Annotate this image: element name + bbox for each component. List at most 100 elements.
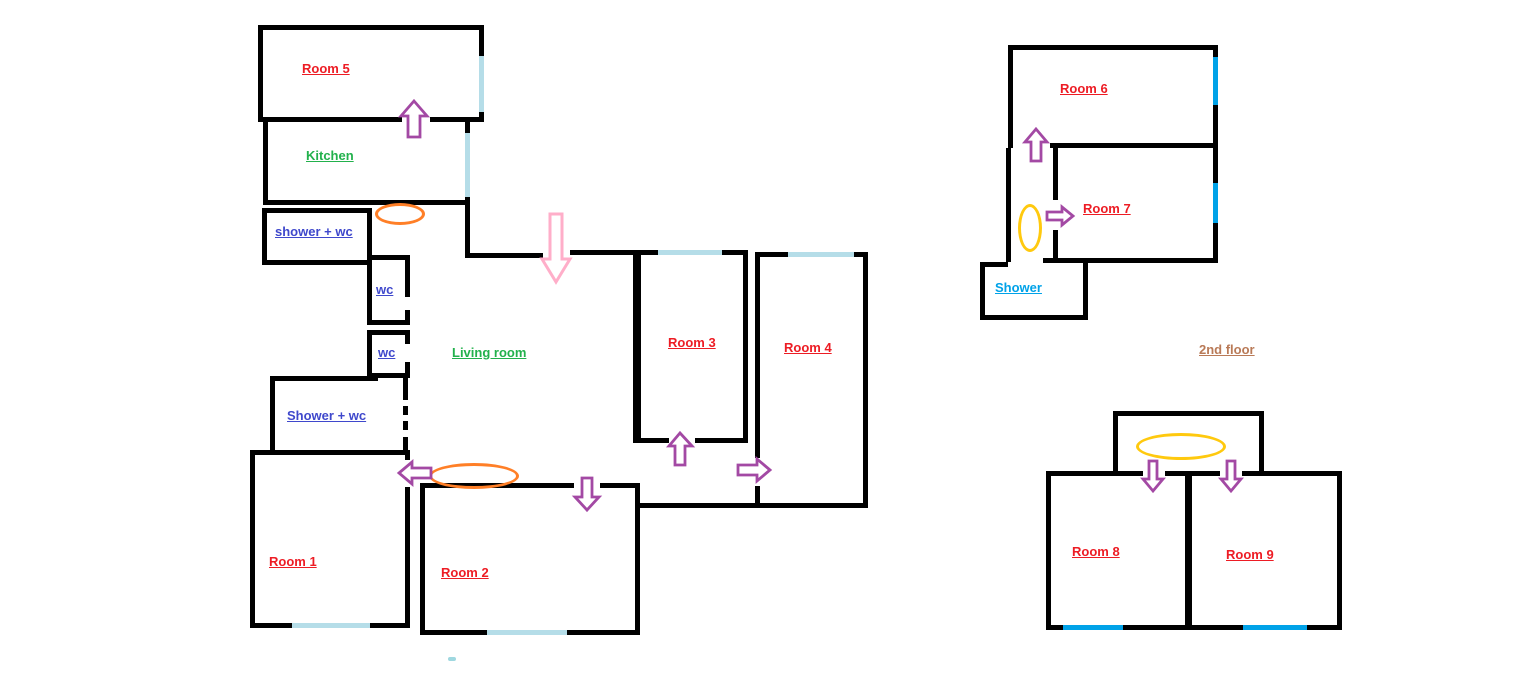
- wall: [980, 262, 985, 320]
- wall: [430, 117, 484, 122]
- wall: [403, 437, 408, 453]
- wall: [1213, 45, 1218, 263]
- wall: [258, 25, 263, 122]
- wall: [635, 483, 640, 635]
- wall: [640, 503, 868, 508]
- wall: [367, 255, 372, 325]
- oval-living: [429, 463, 519, 489]
- wall: [1050, 143, 1218, 148]
- wall: [1259, 411, 1264, 475]
- wall: [258, 117, 402, 122]
- wall: [1046, 471, 1051, 630]
- wall: [405, 255, 410, 297]
- wall: [367, 320, 410, 325]
- room3-label: Room 3: [668, 335, 716, 350]
- wall: [600, 483, 640, 488]
- wall: [262, 208, 267, 265]
- room7-label: Room 7: [1083, 201, 1131, 216]
- wall: [270, 376, 378, 381]
- room1-door-arrow-left-icon: [396, 458, 433, 488]
- wall: [755, 252, 760, 458]
- wall: [570, 250, 638, 255]
- shower-wc-small-label: shower + wc: [275, 224, 353, 239]
- floor2-label: 2nd floor: [1199, 342, 1255, 357]
- wall: [633, 250, 641, 443]
- wall: [405, 362, 410, 378]
- wall: [250, 450, 410, 455]
- wall: [367, 330, 410, 335]
- room1-label: Room 1: [269, 554, 317, 569]
- window: [479, 56, 484, 112]
- wall: [367, 208, 372, 265]
- room6-label: Room 6: [1060, 81, 1108, 96]
- room4-label: Room 4: [784, 340, 832, 355]
- wall: [755, 486, 760, 508]
- wall: [743, 250, 748, 443]
- wall: [263, 122, 268, 205]
- room8-door-arrow-down-icon: [1140, 459, 1166, 494]
- room9-label: Room 9: [1226, 547, 1274, 562]
- wall: [405, 310, 410, 325]
- wall: [258, 25, 484, 30]
- room5-door-arrow-up-icon: [397, 98, 431, 139]
- wall: [863, 252, 868, 508]
- wall: [1242, 471, 1342, 476]
- wall: [1113, 411, 1118, 475]
- wall: [1192, 471, 1220, 476]
- oval-stairs-2f: [1018, 204, 1042, 252]
- room6-stairs-arrow-up-icon: [1021, 126, 1051, 163]
- room7-door-arrow-right-icon: [1045, 204, 1076, 228]
- window: [1063, 625, 1123, 630]
- wall: [1185, 471, 1192, 630]
- wc-bottom-label: wc: [378, 345, 396, 360]
- room2-door-arrow-down-icon: [571, 476, 603, 513]
- wall: [270, 376, 275, 455]
- room4-door-arrow-right-icon: [736, 455, 773, 485]
- wall: [1165, 471, 1190, 476]
- wall: [1337, 471, 1342, 630]
- living-room-label: Living room: [452, 345, 527, 360]
- shower-2f-label: Shower: [995, 280, 1042, 295]
- wall: [980, 315, 1088, 320]
- window: [465, 133, 470, 197]
- wall: [367, 255, 410, 260]
- wall: [403, 376, 408, 400]
- window: [1213, 57, 1218, 105]
- wall: [367, 330, 372, 378]
- wall: [367, 373, 410, 378]
- wall: [1043, 258, 1218, 263]
- window: [292, 623, 370, 628]
- wall: [695, 438, 748, 443]
- kitchen-label: Kitchen: [306, 148, 354, 163]
- wall: [262, 260, 372, 265]
- room2-label: Room 2: [441, 565, 489, 580]
- door-dash: [403, 406, 408, 415]
- room9-door-arrow-down-icon: [1218, 459, 1244, 494]
- wall: [980, 262, 1008, 267]
- wall: [1053, 148, 1058, 200]
- stray-mark: [448, 657, 456, 661]
- wall: [1053, 230, 1058, 263]
- oval-kitchen: [375, 203, 425, 225]
- window: [788, 252, 854, 257]
- wall: [1113, 411, 1264, 416]
- main-entrance-arrow-down-icon: [539, 212, 573, 285]
- wall: [262, 208, 372, 213]
- wall: [1008, 45, 1013, 148]
- wc-top-label: wc: [376, 282, 394, 297]
- door-dash: [403, 421, 408, 430]
- wall: [420, 483, 425, 635]
- wall: [405, 450, 410, 460]
- wall: [405, 330, 410, 344]
- window: [658, 250, 722, 255]
- wall: [633, 438, 669, 443]
- wall: [1083, 262, 1088, 320]
- window: [1213, 183, 1218, 223]
- wall: [263, 200, 367, 205]
- wall: [250, 450, 255, 628]
- room3-door-arrow-up-icon: [665, 430, 696, 467]
- shower-wc-large-label: Shower + wc: [287, 408, 367, 423]
- room5-label: Room 5: [302, 61, 350, 76]
- window: [1243, 625, 1307, 630]
